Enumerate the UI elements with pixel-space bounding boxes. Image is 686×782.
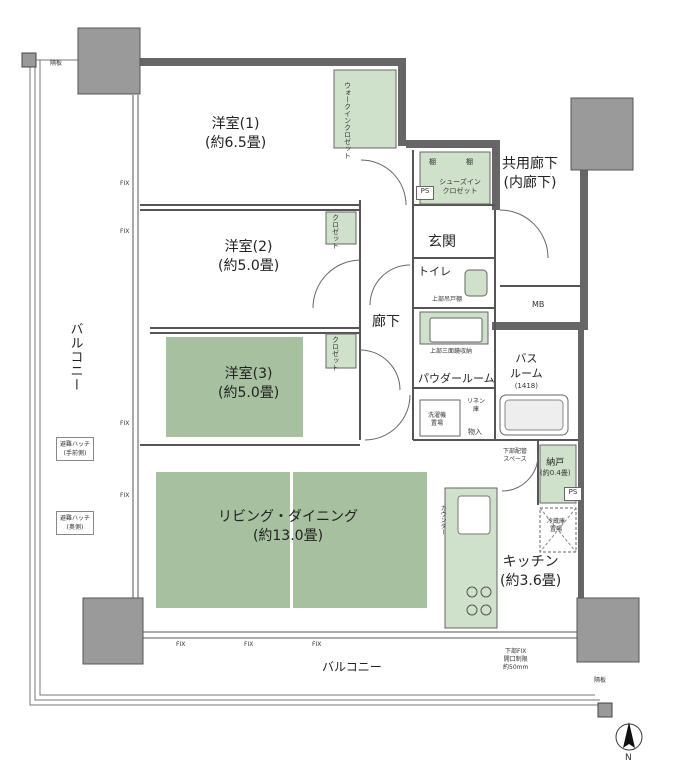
- doors: [312, 159, 549, 492]
- room-name-2: ルーム: [510, 366, 543, 380]
- fix-label-s3: FIX: [312, 641, 322, 648]
- fix-label-w3: FIX: [120, 420, 130, 427]
- room-area: (約5.0畳): [218, 257, 280, 274]
- storage-small-label: 物入: [468, 428, 482, 436]
- room-area: (約6.5畳): [205, 134, 267, 151]
- shoes-in-closet-label: シューズインクロゼット: [439, 178, 481, 196]
- fridge-line-2: 置場: [550, 526, 563, 534]
- hatch-line-2: (手前側): [63, 450, 87, 457]
- room-western-1: 洋室(1) (約6.5畳): [205, 115, 266, 153]
- room-name: キッチン: [502, 554, 559, 570]
- column-ne: [570, 97, 634, 171]
- evacuation-hatch-2: 避難ハッチ (奥側): [56, 511, 94, 535]
- room-name: 洋室(2): [224, 239, 273, 255]
- bottom-fix-line-1: 下部FIX: [504, 648, 527, 655]
- room3-fill: [166, 337, 303, 437]
- toilet-bowl: [464, 269, 488, 297]
- room-area: (内廊下): [503, 174, 557, 191]
- exterior-walls: [140, 58, 588, 600]
- kitchen-sink: [457, 495, 491, 535]
- room-size: (1418): [514, 381, 538, 390]
- room-mb: MB: [532, 300, 545, 309]
- bottom-fix-label: 下部FIX 開口制限 約50mm: [503, 648, 528, 672]
- shelf-label-1: 棚: [429, 158, 436, 166]
- shared-corridor: 共用廊下 (内廊下): [502, 155, 558, 193]
- room-area: (約3.6畳): [500, 572, 562, 589]
- balcony-rail: [29, 60, 605, 706]
- evacuation-hatch-1: 避難ハッチ (手前側): [56, 437, 94, 461]
- column-se: [576, 597, 640, 663]
- bottom-fix-line-2: 開口制限: [503, 656, 528, 664]
- room-western-2: 洋室(2) (約5.0畳): [218, 238, 279, 276]
- living-fill-right: [293, 472, 427, 608]
- room-living: リビング・ダイニング (約13.0畳): [218, 508, 358, 546]
- room-powder: パウダールーム: [418, 372, 495, 385]
- room-bath: バス ルーム (1418): [510, 352, 543, 391]
- washer-label: 洗濯機 置場: [428, 412, 446, 428]
- ps-tag-entrance: PS: [416, 186, 434, 200]
- hatch-line-2: (奥側): [66, 524, 84, 531]
- ps-tag-kitchen: PS: [564, 487, 582, 501]
- partition-label-se: 隔板: [594, 677, 607, 684]
- south-window-wall: [140, 631, 580, 639]
- fix-label-w4: FIX: [120, 492, 130, 499]
- partition-post-nw: [21, 52, 37, 68]
- room-name: 納戸: [546, 458, 565, 468]
- wash-upper-label: 上部三面鏡収納: [430, 348, 473, 355]
- counter-label: カウンター: [439, 505, 447, 535]
- closet-2-label: クロゼット: [331, 214, 340, 249]
- room-area: (約5.0畳): [218, 384, 280, 401]
- under-floor-label: 下部配管 スペース: [503, 448, 527, 464]
- fix-label-w2: FIX: [120, 228, 130, 235]
- living-fill-left: [156, 472, 290, 608]
- fridge-label: 冷蔵庫 置場: [547, 518, 565, 534]
- fix-label-s1: FIX: [176, 641, 186, 648]
- balcony-south-label: バルコニー: [322, 660, 382, 674]
- room-toilet: トイレ: [418, 265, 451, 278]
- north-label: N: [625, 753, 632, 763]
- room-name: バス: [515, 352, 538, 365]
- room-hallway: 廊下: [372, 314, 400, 330]
- room-name: 洋室(1): [211, 116, 260, 132]
- room-area: (約13.0畳): [252, 527, 324, 544]
- washer-line-1: 洗濯機: [428, 412, 447, 419]
- hatch-line-1: 避難ハッチ: [59, 515, 90, 522]
- room-kitchen: キッチン (約3.6畳): [500, 553, 561, 591]
- washer-space: [419, 399, 461, 437]
- compass-icon: [615, 722, 643, 751]
- stove-icon: [466, 586, 492, 616]
- room-name: 共用廊下: [502, 156, 558, 172]
- wash-basin: [429, 317, 483, 343]
- fix-label-s2: FIX: [244, 641, 254, 648]
- room-name: 洋室(3): [224, 366, 273, 382]
- bottom-fix-line-3: 約50mm: [503, 664, 529, 672]
- linen-label: リネン庫: [466, 398, 485, 414]
- room-storage: 納戸 (約0.4畳): [540, 457, 571, 479]
- fridge-line-1: 冷蔵庫: [547, 518, 566, 525]
- toilet-upper-label: 上部吊戸棚: [432, 296, 463, 303]
- hatch-line-1: 避難ハッチ: [59, 441, 90, 448]
- fridge-space: [539, 507, 577, 553]
- partition-post-se: [597, 702, 613, 718]
- balcony-west-label: バルコニー: [67, 322, 83, 392]
- column-nw: [77, 27, 141, 95]
- room-area: (約0.4畳): [540, 469, 571, 478]
- interior-walls: [140, 150, 580, 505]
- room-entrance: 玄関: [428, 234, 456, 250]
- under-floor-line-2: スペース: [503, 456, 527, 464]
- closet-3-label: クロゼット: [331, 336, 340, 371]
- washer-line-2: 置場: [431, 420, 444, 428]
- walkin-closet-label: ウォークインクロゼット: [343, 82, 352, 159]
- room-western-3: 洋室(3) (約5.0畳): [218, 365, 279, 403]
- under-floor-line-1: 下部配管: [503, 448, 528, 455]
- shelf-label-2: 棚: [466, 158, 473, 166]
- column-sw: [82, 597, 144, 665]
- west-window-wall: [132, 95, 139, 600]
- fix-label-w1: FIX: [120, 180, 130, 187]
- room-name: リビング・ダイニング: [218, 509, 358, 525]
- closet-fills: [325, 69, 577, 504]
- partition-label-nw: 隔板: [50, 60, 63, 67]
